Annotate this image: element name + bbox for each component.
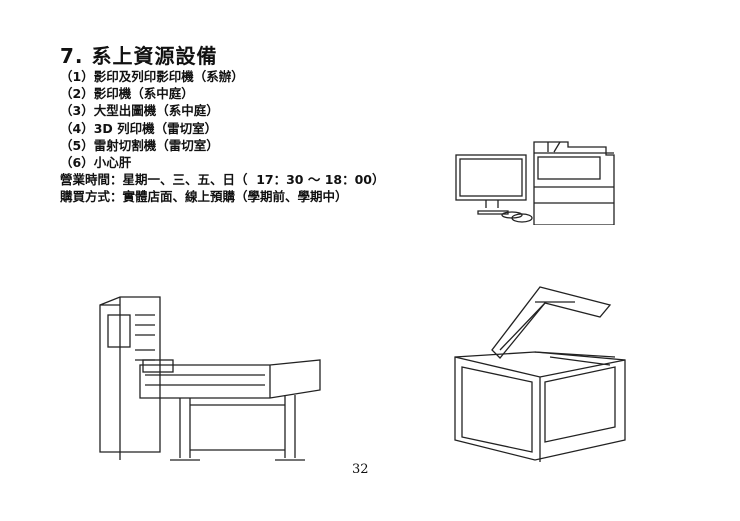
list-item: （1）影印及列印影印機（系辦） xyxy=(60,69,244,84)
list-item: （5）雷射切割機（雷切室） xyxy=(60,137,219,153)
computer-and-copier-icon xyxy=(455,141,615,225)
section-title: 7. 系上資源設備 xyxy=(60,44,218,68)
resource-list: （1）影印及列印影印機（系辦） （2）影印機（系中庭） （3）大型出圖機（系中庭… xyxy=(60,68,385,206)
page-number: 32 xyxy=(352,462,369,477)
list-item: （3）大型出圖機（系中庭） xyxy=(60,103,219,119)
laser-cutter-icon xyxy=(454,286,626,462)
list-item: （4）3D 列印機（雷切室） xyxy=(60,120,218,136)
list-item: （2）影印機（系中庭） xyxy=(60,86,194,102)
list-item: （6）小心肝 xyxy=(60,155,132,171)
plotter-kiosk-icon xyxy=(99,296,321,461)
purchase-method: 購買方式：實體店面、線上預購（學期前、學期中） xyxy=(60,189,348,205)
business-hours: 營業時間：星期一、三、五、日（ 17：30 ～ 18：00） xyxy=(60,172,385,188)
